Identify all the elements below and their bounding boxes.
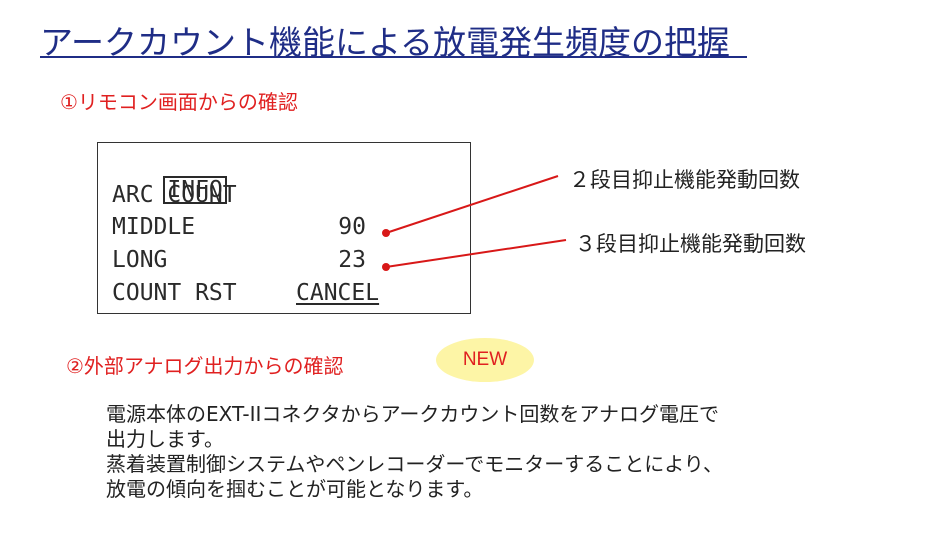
lcd-long-value: 23 (338, 247, 366, 273)
body-line: 電源本体のEXT-IIコネクタからアークカウント回数をアナログ電圧で (106, 402, 719, 426)
callout-long-label: ３段目抑止機能発動回数 (575, 232, 806, 256)
section2-body: 電源本体のEXT-IIコネクタからアークカウント回数をアナログ電圧で 出力します… (106, 402, 906, 502)
lcd-arc-count-label: ARC COUNT (112, 182, 237, 208)
leader-dot-middle (382, 229, 390, 237)
title-underline (40, 56, 747, 58)
body-line: 放電の傾向を掴むことが可能となります。 (106, 477, 484, 501)
page-title: アークカウント機能による放電発生頻度の把握 (40, 23, 731, 62)
lcd-middle-label: MIDDLE (112, 214, 196, 240)
lcd-cancel-option[interactable]: CANCEL (296, 280, 380, 306)
section2-heading: ②外部アナログ出力からの確認 (66, 354, 344, 378)
lcd-count-rst-label: COUNT RST (112, 280, 237, 306)
new-badge-label: NEW (462, 349, 508, 370)
new-badge: NEW (436, 338, 534, 382)
body-line: 蒸着装置制御システムやペンレコーダーでモニターすることにより、 (106, 452, 723, 476)
body-line: 出力します。 (106, 427, 224, 451)
section1-heading: ①リモコン画面からの確認 (60, 90, 298, 114)
lcd-info-title[interactable]: INFO (163, 176, 227, 204)
lcd-info-row: INFO (112, 148, 227, 232)
leader-line-middle (385, 175, 559, 234)
leader-line-long (385, 239, 567, 268)
lcd-long-label: LONG (112, 247, 168, 273)
lcd-middle-value: 90 (338, 214, 366, 240)
remote-lcd-screen: INFO ARC COUNT MIDDLE 90 LONG 23 COUNT R… (97, 142, 471, 314)
leader-dot-long (382, 263, 390, 271)
callout-middle-label: ２段目抑止機能発動回数 (569, 168, 800, 192)
